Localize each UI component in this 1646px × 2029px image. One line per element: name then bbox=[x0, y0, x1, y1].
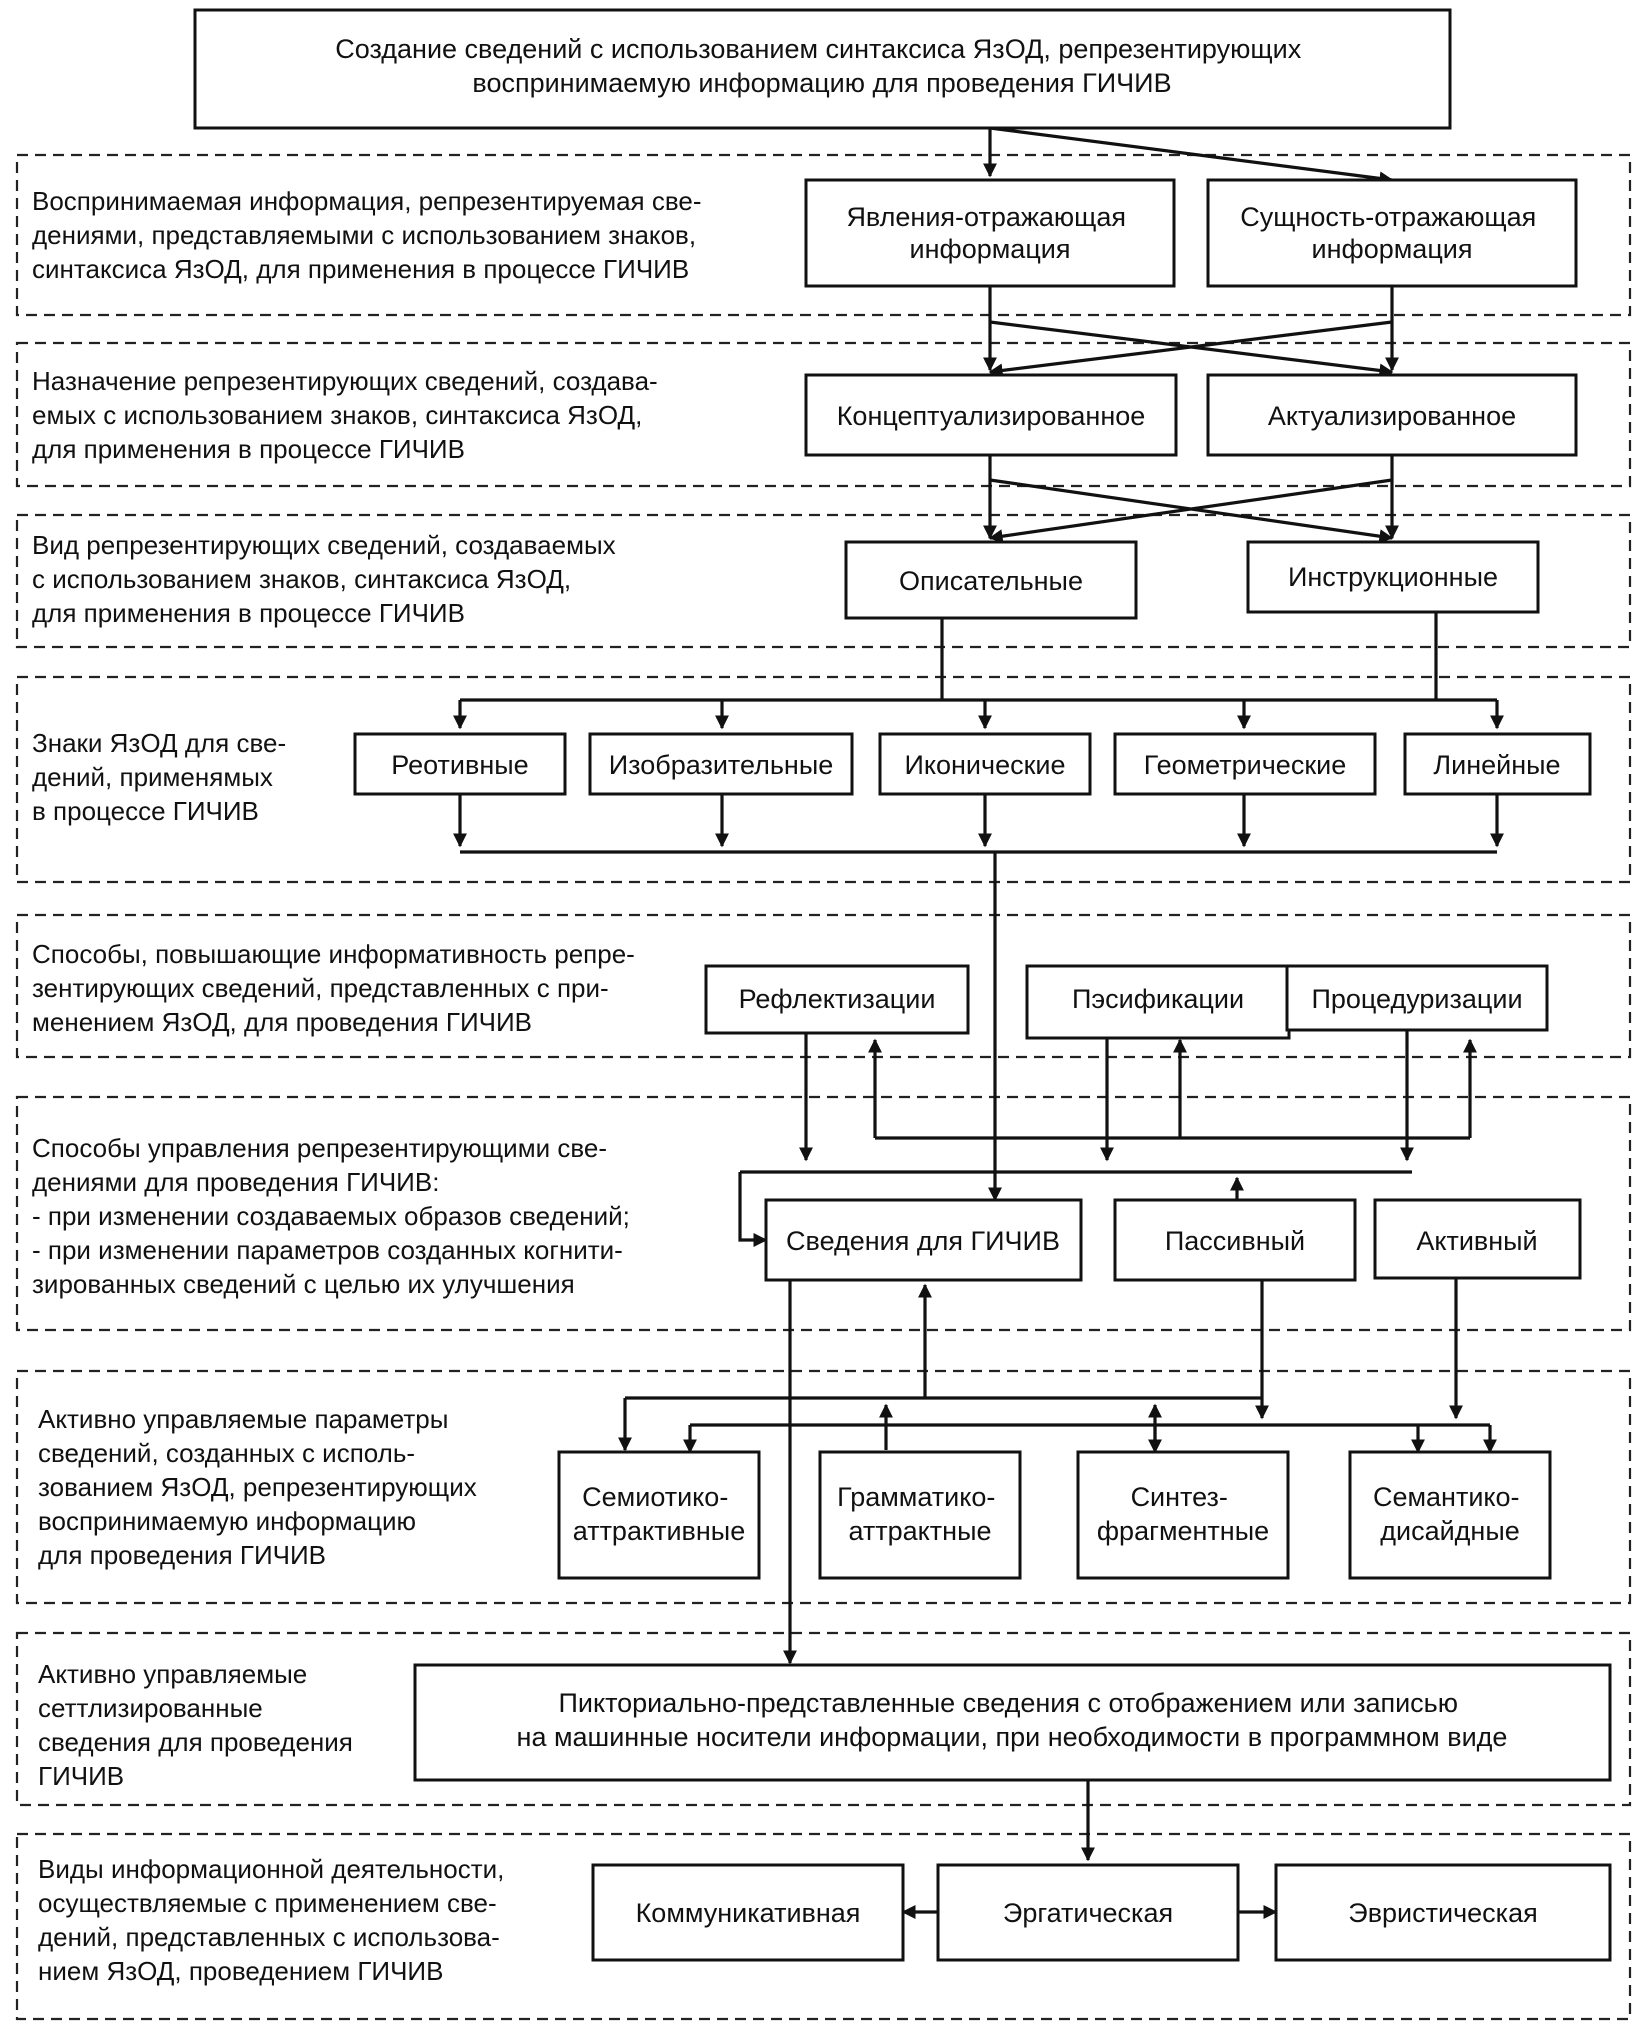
svg-text:Инструкционные: Инструкционные bbox=[1288, 562, 1498, 592]
box-conceptualized: Концептуализированное bbox=[804, 373, 1178, 457]
band-label: Знаки ЯзОД для све- дений, применямых в … bbox=[32, 728, 293, 826]
arrow bbox=[738, 1172, 768, 1247]
svg-text:Концептуализированное: Концептуализированное bbox=[837, 401, 1146, 431]
top-line-2: воспринимаемую информацию для проведения… bbox=[472, 68, 1171, 98]
svg-text:Грамматико- аттрактные: Грамматико- аттрактные bbox=[837, 1482, 1003, 1546]
arrow bbox=[988, 478, 1393, 544]
band-label: Способы, повышающие информативность репр… bbox=[32, 939, 642, 1037]
box-instructional: Инструкционные bbox=[1246, 540, 1540, 614]
band-signs: Знаки ЯзОД для све- дений, применямых в … bbox=[15, 675, 1632, 884]
band-label: Способы управления репрезентирующими све… bbox=[32, 1133, 637, 1299]
svg-text:Создание сведений с использова: Создание сведений с использованием синта… bbox=[335, 34, 1308, 98]
top-line-1: Создание сведений с использованием синта… bbox=[335, 34, 1301, 64]
box-semiotic-attractive: Семиотико- аттрактивные bbox=[557, 1450, 761, 1580]
svg-text:Пикториально-представленные св: Пикториально-представленные сведения с о… bbox=[517, 1688, 1508, 1752]
svg-text:Описательные: Описательные bbox=[899, 566, 1083, 596]
svg-text:Реотивные: Реотивные bbox=[391, 750, 528, 780]
box-linear: Линейные bbox=[1403, 732, 1592, 796]
svg-text:Процедуризации: Процедуризации bbox=[1311, 984, 1522, 1014]
svg-text:Иконические: Иконические bbox=[904, 750, 1065, 780]
svg-text:Изобразительные: Изобразительные bbox=[609, 750, 834, 780]
box-grammatic-attractive: Грамматико- аттрактные bbox=[818, 1450, 1022, 1580]
box-gichiv-info: Сведения для ГИЧИВ bbox=[764, 1198, 1083, 1282]
top-box: Создание сведений с использованием синта… bbox=[193, 8, 1452, 130]
band-label: Назначение репрезентирующих сведений, со… bbox=[32, 366, 665, 464]
box-semantic-decided: Семантико- дисайдные bbox=[1348, 1450, 1552, 1580]
svg-text:Семантико- дисайдные: Семантико- дисайдные bbox=[1373, 1482, 1527, 1546]
svg-text:Семиотико- аттрактивные: Семиотико- аттрактивные bbox=[573, 1482, 745, 1546]
arrow bbox=[988, 320, 1393, 378]
box-descriptive: Описательные bbox=[844, 540, 1138, 620]
svg-text:Рефлектизации: Рефлектизации bbox=[739, 984, 936, 1014]
box-active: Активный bbox=[1373, 1198, 1582, 1280]
box-essence-information: Сущность-отражающая информация bbox=[1206, 178, 1578, 288]
band-purpose: Назначение репрезентирующих сведений, со… bbox=[15, 341, 1632, 488]
band-label: Виды информационной деятельности, осущес… bbox=[38, 1854, 512, 1986]
box-passive: Пассивный bbox=[1113, 1198, 1357, 1282]
connectors bbox=[453, 126, 1504, 1919]
band-parameters: Активно управляемые параметры сведений, … bbox=[15, 1369, 1632, 1605]
svg-text:Пассивный: Пассивный bbox=[1165, 1226, 1305, 1256]
band-label: Активно управляемые сеттлизированные све… bbox=[38, 1659, 360, 1791]
band-informativeness: Способы, повышающие информативность репр… bbox=[15, 913, 1632, 1059]
svg-text:Эргатическая: Эргатическая bbox=[1003, 1898, 1173, 1928]
box-reflectization: Рефлектизации bbox=[704, 964, 970, 1035]
svg-text:Актуализированное: Актуализированное bbox=[1268, 401, 1516, 431]
box-pictorial-info: Пикториально-представленные сведения с о… bbox=[413, 1663, 1612, 1782]
box-phenomena-information: Явления-отражающая информация bbox=[804, 178, 1176, 288]
box-reotive: Реотивные bbox=[353, 732, 567, 796]
svg-text:Линейные: Линейные bbox=[1433, 750, 1560, 780]
band-label: Воспринимаемая информация, репрезентируе… bbox=[32, 186, 709, 284]
band-label: Вид репрезентирующих сведений, создаваем… bbox=[32, 530, 623, 628]
box-psification: Пэсификации bbox=[1025, 964, 1291, 1040]
box-geometric: Геометрические bbox=[1113, 732, 1377, 796]
svg-text:Эвристическая: Эвристическая bbox=[1348, 1898, 1537, 1928]
svg-text:Явления-отражающая инфор: Явления-отражающая информация bbox=[846, 202, 1133, 264]
svg-text:Сущность-отражающая инфо: Сущность-отражающая информация bbox=[1240, 202, 1544, 264]
band-management: Способы управления репрезентирующими све… bbox=[15, 1095, 1632, 1332]
band-label: Активно управляемые параметры сведений, … bbox=[38, 1404, 484, 1570]
svg-text:Пэсификации: Пэсификации bbox=[1072, 984, 1244, 1014]
box-ergatic: Эргатическая bbox=[936, 1863, 1240, 1962]
svg-text:Синтез- фрагментные: Синтез- фрагментные bbox=[1097, 1482, 1269, 1546]
svg-text:Активный: Активный bbox=[1416, 1226, 1537, 1256]
svg-text:Геометрические: Геометрические bbox=[1144, 750, 1347, 780]
box-proceduralization: Процедуризации bbox=[1285, 964, 1549, 1032]
box-actualized: Актуализированное bbox=[1206, 373, 1578, 457]
box-heuristic: Эвристическая bbox=[1274, 1863, 1612, 1962]
svg-text:Сведения для ГИЧИВ: Сведения для ГИЧИВ bbox=[786, 1226, 1060, 1256]
band-perceived-information: Воспринимаемая информация, репрезентируе… bbox=[15, 153, 1632, 317]
box-pictorial-signs: Изобразительные bbox=[588, 732, 854, 796]
box-communicative: Коммуникативная bbox=[591, 1863, 905, 1962]
band-settled: Активно управляемые сеттлизированные све… bbox=[15, 1631, 1632, 1807]
arrow bbox=[989, 126, 1394, 186]
box-synthesis-fragment: Синтез- фрагментные bbox=[1076, 1450, 1290, 1580]
svg-text:Коммуникативная: Коммуникативная bbox=[636, 1898, 861, 1928]
band-activity-types: Виды информационной деятельности, осущес… bbox=[15, 1832, 1632, 2021]
band-kind: Вид репрезентирующих сведений, создаваем… bbox=[15, 513, 1632, 649]
box-iconic: Иконические bbox=[878, 732, 1092, 796]
